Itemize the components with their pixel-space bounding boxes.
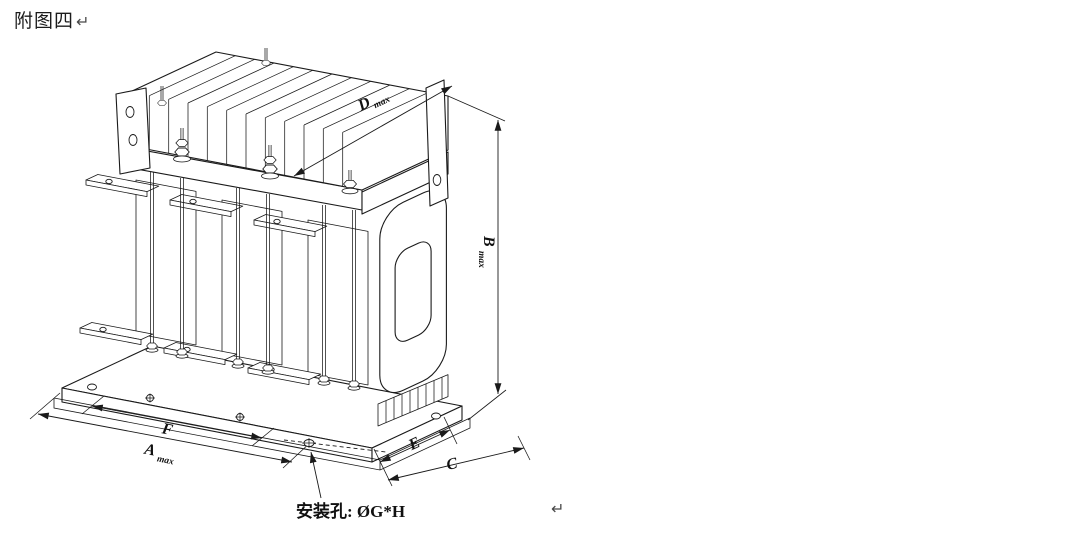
side-coil bbox=[380, 182, 447, 401]
stud-bolt-1 bbox=[173, 128, 191, 163]
coil-body-2 bbox=[221, 199, 283, 366]
dim-f-letter: F bbox=[160, 420, 175, 439]
base-mounting-hole-left bbox=[87, 383, 97, 391]
dim-b-letter: B bbox=[480, 235, 497, 247]
bottom-cooling-fins bbox=[377, 374, 449, 427]
tie-rod-base-nuts bbox=[145, 342, 361, 391]
terminal-tab-upper-2 bbox=[169, 194, 244, 217]
coil-body-1 bbox=[135, 179, 197, 346]
dimension-c: C bbox=[387, 435, 531, 481]
base-hole-marker-1 bbox=[145, 393, 155, 403]
bolt-hardware bbox=[157, 48, 359, 195]
dim-c-letter: C bbox=[445, 455, 460, 474]
mounting-hole bbox=[302, 438, 316, 448]
terminal-tab-upper-1 bbox=[85, 174, 160, 197]
mounting-hole-callout: 安装孔: ØG*H bbox=[283, 438, 405, 521]
figure-caption-text: 附图四 bbox=[14, 11, 75, 32]
left-end-bracket bbox=[115, 87, 151, 175]
dim-a-letter: A bbox=[142, 441, 157, 460]
figure-caption: 附图四↵ bbox=[14, 6, 90, 33]
dim-a-max: max bbox=[156, 454, 175, 467]
paragraph-mark-icon: ↵ bbox=[76, 14, 91, 31]
tie-rods bbox=[150, 172, 356, 388]
fin-bolt-top bbox=[261, 48, 271, 66]
coil-body-3 bbox=[307, 219, 369, 386]
base-mounting-hole-right bbox=[431, 412, 441, 420]
dimension-b: B max bbox=[447, 95, 507, 421]
paragraph-mark-bottom-icon: ↵ bbox=[551, 501, 565, 518]
fin-bolt-left bbox=[157, 86, 167, 106]
stud-bolt-2 bbox=[261, 145, 279, 180]
dim-b-max: max bbox=[476, 251, 486, 268]
terminal-tab-lower-1 bbox=[79, 322, 154, 345]
mounting-hole-label: 安装孔: ØG*H bbox=[296, 501, 405, 521]
coil-assemblies bbox=[79, 172, 369, 391]
